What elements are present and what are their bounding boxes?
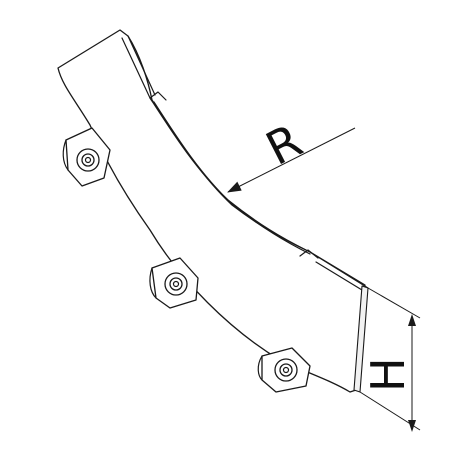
tray-bend-body bbox=[57, 29, 369, 393]
height-label: H bbox=[361, 357, 415, 392]
radius-label: R bbox=[257, 113, 310, 176]
radius-dimension: R bbox=[227, 113, 356, 193]
mounting-tab-with-bolt-icon bbox=[257, 347, 311, 393]
mounting-tab-with-bolt-icon bbox=[149, 257, 199, 309]
height-dimension: H bbox=[359, 287, 421, 432]
mounting-tab-with-bolt-icon bbox=[62, 127, 111, 187]
